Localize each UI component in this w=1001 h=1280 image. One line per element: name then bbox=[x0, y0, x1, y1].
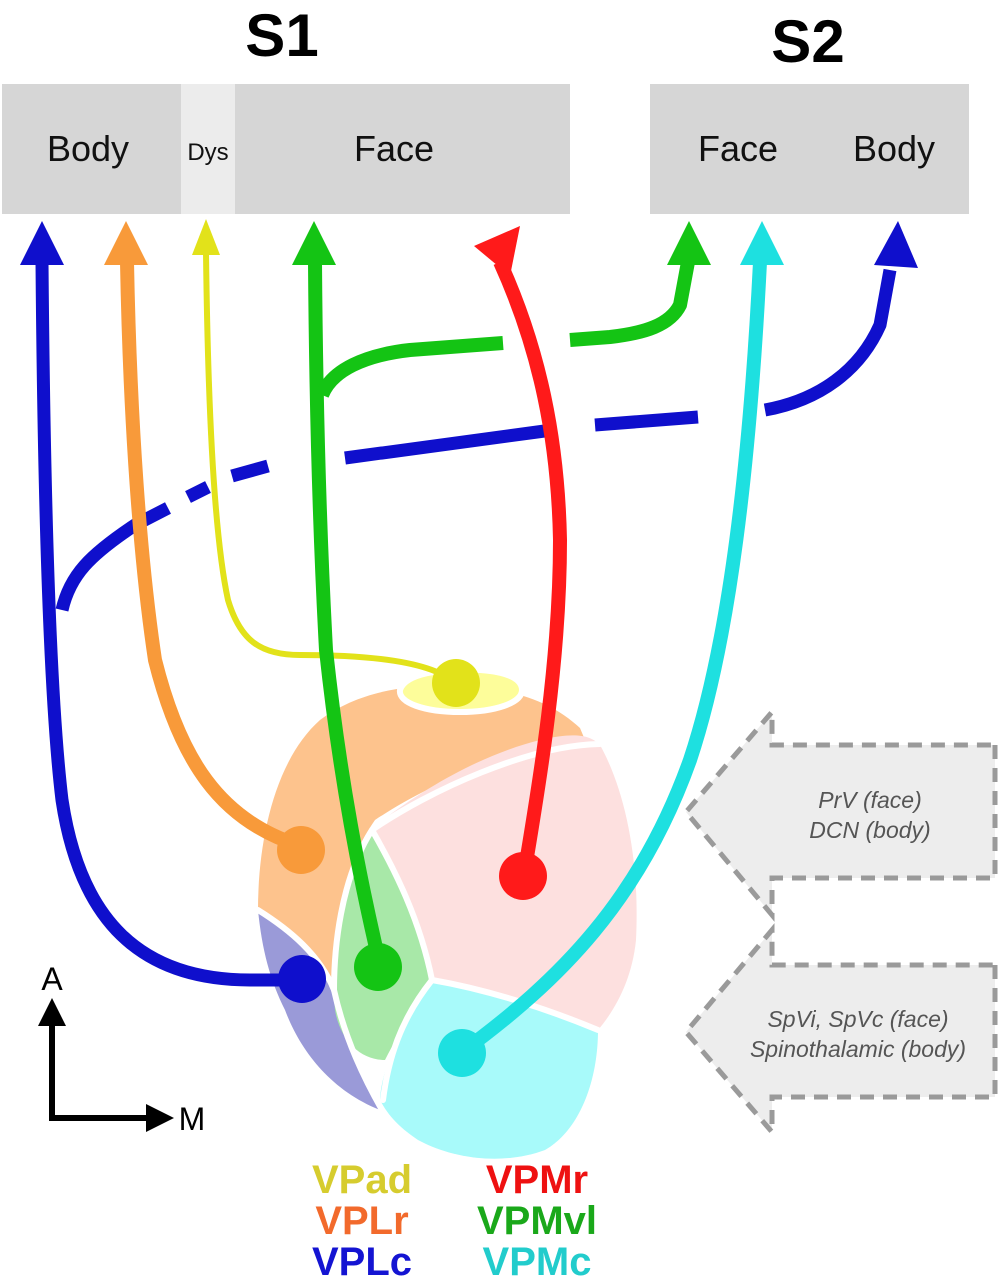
upper-input-line1: PrV (face) bbox=[818, 787, 922, 813]
vplc-projection-s2 bbox=[763, 268, 897, 417]
medial-arrow-icon bbox=[146, 1104, 174, 1132]
vplc-dot bbox=[278, 955, 326, 1003]
vpmc-nucleus bbox=[380, 980, 598, 1159]
s1-title: S1 bbox=[245, 2, 318, 69]
s2-body-label: Body bbox=[853, 128, 935, 169]
legend-vplr: VPLr bbox=[315, 1199, 408, 1243]
arrowhead-vplc-s1 bbox=[20, 221, 64, 265]
s2-title: S2 bbox=[771, 8, 844, 75]
origin-dots bbox=[277, 659, 547, 1077]
arrowhead-vplr bbox=[104, 221, 148, 265]
axis-medial-label: M bbox=[179, 1101, 206, 1137]
s1-body-label: Body bbox=[47, 128, 129, 169]
arrowhead-vpmr bbox=[474, 226, 520, 276]
s2-face-label: Face bbox=[698, 128, 778, 169]
s1-face-label: Face bbox=[354, 128, 434, 169]
vplc-branch-a bbox=[55, 502, 171, 612]
vpmvl-branch bbox=[315, 336, 504, 399]
arrowhead-vpmvl-s1 bbox=[292, 221, 336, 265]
upper-input-line2: DCN (body) bbox=[809, 817, 930, 843]
vpmr-dot bbox=[499, 852, 547, 900]
arrowhead-vpmc bbox=[740, 221, 784, 265]
orientation-axes: A M bbox=[38, 961, 205, 1137]
projections bbox=[35, 251, 897, 1058]
vplr-dot bbox=[277, 826, 325, 874]
s2-box: Face Body bbox=[650, 84, 969, 214]
vpmvl-projection-s1 bbox=[308, 261, 387, 967]
legend-vplc: VPLc bbox=[312, 1240, 412, 1280]
legend-vpad: VPad bbox=[312, 1158, 412, 1202]
vpad-projection bbox=[203, 251, 458, 686]
arrowhead-vpmvl-s2 bbox=[667, 221, 711, 265]
arrowhead-vplc-s2 bbox=[874, 221, 918, 268]
legend-vpmc: VPMc bbox=[483, 1240, 592, 1280]
axis-anterior-label: A bbox=[41, 961, 63, 997]
input-arrow-lower: SpVi, SpVc (face) Spinothalamic (body) bbox=[682, 923, 998, 1139]
vpmc-projection bbox=[457, 261, 767, 1058]
anterior-arrow-icon bbox=[38, 998, 66, 1026]
input-arrow-upper: PrV (face) DCN (body) bbox=[682, 705, 998, 922]
vpmc-dot bbox=[438, 1029, 486, 1077]
vpmr-projection bbox=[493, 259, 567, 877]
vplc-projection-s1 bbox=[35, 261, 300, 987]
s1-dys-label: Dys bbox=[187, 139, 228, 166]
lower-input-line1: SpVi, SpVc (face) bbox=[767, 1006, 948, 1032]
vplr-projection bbox=[120, 261, 301, 852]
arrowhead-vpad bbox=[192, 219, 220, 255]
thalamus bbox=[255, 666, 637, 1159]
legend-vpmvl: VPMvl bbox=[477, 1199, 597, 1243]
vpmvl-projection-s2 bbox=[569, 260, 695, 347]
vpad-dot bbox=[432, 659, 480, 707]
legend: VPad VPLr VPLc VPMr VPMvl VPMc bbox=[312, 1158, 597, 1280]
s1-box: Body Dys Face bbox=[2, 84, 570, 214]
lower-input-line2: Spinothalamic (body) bbox=[750, 1036, 966, 1062]
vpmvl-dot bbox=[354, 943, 402, 991]
arrowheads bbox=[20, 219, 918, 276]
legend-vpmr: VPMr bbox=[486, 1158, 588, 1202]
